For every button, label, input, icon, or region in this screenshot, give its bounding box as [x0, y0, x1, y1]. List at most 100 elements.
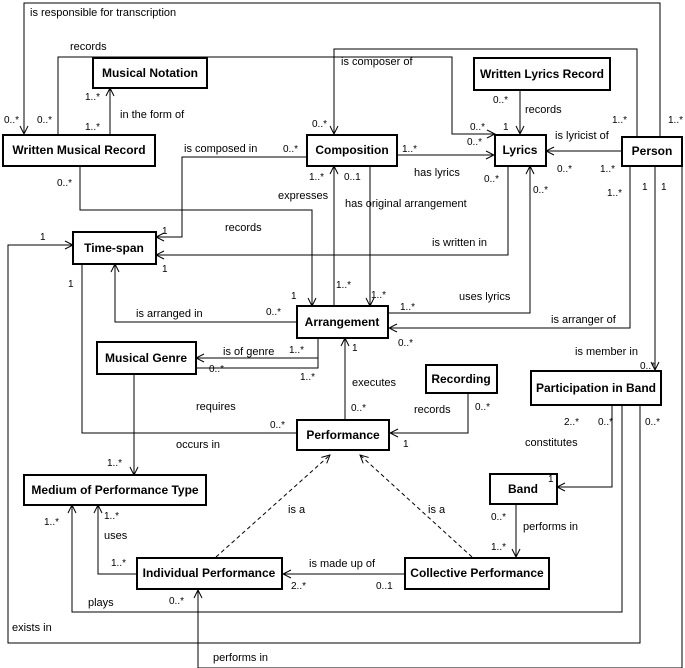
multiplicity: 1 — [503, 122, 509, 133]
class-lyrics: Lyrics — [494, 134, 547, 167]
svg-text:Participation in Band: Participation in Band — [536, 381, 656, 395]
label-records-wmr: records — [70, 41, 107, 53]
svg-text:Written Musical Record: Written Musical Record — [12, 143, 145, 157]
label-records-rec: records — [414, 404, 451, 416]
multiplicity: 0..* — [312, 119, 327, 130]
edge-is-arranged-in — [115, 264, 297, 323]
edge-requires — [134, 338, 319, 475]
svg-text:Lyrics: Lyrics — [503, 143, 538, 157]
multiplicity: 0..* — [491, 512, 506, 523]
multiplicity: 0..* — [398, 338, 413, 349]
label-is-a-1: is a — [288, 504, 306, 516]
multiplicity: 0..* — [493, 95, 508, 106]
label-in-the-form-of: in the form of — [120, 109, 185, 121]
multiplicity: 1..* — [107, 458, 122, 469]
multiplicity: 1..* — [400, 302, 415, 313]
multiplicity-labels: 0..* 0..* 1..* 1..* 0..* 0..* 1 0..* 0..… — [4, 92, 683, 607]
class-time-span: Time-span — [72, 231, 157, 265]
class-arrangement: Arrangement — [296, 305, 389, 339]
multiplicity: 1 — [40, 232, 46, 243]
label-has-lyrics: has lyrics — [414, 167, 460, 179]
multiplicity: 1..* — [336, 280, 351, 291]
multiplicity: 1 — [162, 226, 168, 237]
edges — [7, 2, 683, 668]
svg-text:Person: Person — [632, 144, 673, 158]
multiplicity: 0..* — [266, 307, 281, 318]
label-is-arranged-in: is arranged in — [136, 308, 203, 320]
multiplicity: 0..* — [645, 417, 660, 428]
multiplicity: 0..* — [37, 115, 52, 126]
multiplicity: 1..* — [668, 115, 683, 126]
edge-is-a-collective — [360, 455, 473, 558]
edge-is-composed-in — [156, 156, 307, 237]
label-has-original-arrangement: has original arrangement — [345, 198, 467, 210]
multiplicity: 1..* — [371, 290, 386, 301]
class-band: Band — [489, 473, 558, 505]
label-is-member-in: is member in — [575, 346, 638, 358]
class-musical-notation: Musical Notation — [92, 57, 208, 89]
svg-text:Recording: Recording — [431, 372, 490, 386]
edge-is-responsible-for-transcription — [24, 2, 661, 137]
edge-uses — [98, 505, 137, 575]
label-is-written-in: is written in — [432, 237, 487, 249]
multiplicity: 0..* — [533, 185, 548, 196]
multiplicity: 1..* — [289, 345, 304, 356]
multiplicity: 0..1 — [376, 581, 393, 592]
svg-text:Time-span: Time-span — [84, 241, 144, 255]
multiplicity: 1..* — [402, 144, 417, 155]
class-written-lyrics-record: Written Lyrics Record — [473, 57, 611, 91]
svg-text:Musical Notation: Musical Notation — [102, 66, 198, 80]
multiplicity: 1..* — [300, 372, 315, 383]
label-records-arr: records — [225, 222, 262, 234]
label-constitutes: constitutes — [525, 437, 578, 449]
edge-is-a-individual — [215, 455, 330, 558]
label-is-a-2: is a — [428, 504, 446, 516]
multiplicity: 1..* — [104, 511, 119, 522]
multiplicity: 0..* — [57, 178, 72, 189]
label-is-lyricist-of: is lyricist of — [555, 130, 610, 142]
multiplicity: 0..* — [351, 403, 366, 414]
edge-performs-in — [198, 166, 683, 668]
multiplicity: 1..* — [309, 172, 324, 183]
multiplicity: 1 — [661, 182, 667, 193]
multiplicity: 1 — [642, 182, 648, 193]
multiplicity: 0..* — [283, 144, 298, 155]
multiplicity: 0..* — [598, 417, 613, 428]
class-person: Person — [621, 136, 683, 167]
multiplicity: 0..* — [470, 122, 485, 133]
label-uses-lyrics: uses lyrics — [459, 291, 511, 303]
multiplicity: 0..* — [640, 361, 655, 372]
edge-uses-lyrics — [388, 166, 530, 314]
class-written-musical-record: Written Musical Record — [2, 134, 156, 167]
multiplicity: 1 — [352, 343, 358, 354]
svg-text:Medium of Performance Type: Medium of Performance Type — [31, 483, 198, 497]
multiplicity: 1..* — [111, 558, 126, 569]
multiplicity: 1..* — [44, 517, 59, 528]
label-is-composed-in: is composed in — [184, 143, 257, 155]
label-expresses: expresses — [278, 190, 329, 202]
label-is-of-genre: is of genre — [223, 346, 274, 358]
svg-text:Composition: Composition — [315, 143, 388, 157]
multiplicity: 1 — [291, 291, 297, 302]
multiplicity: 1 — [403, 439, 409, 450]
label-exists-in: exists in — [12, 622, 52, 634]
class-musical-genre: Musical Genre — [96, 341, 197, 375]
multiplicity: 2..* — [564, 417, 579, 428]
multiplicity: 1..* — [607, 188, 622, 199]
edge-is-arranger-of — [389, 166, 631, 328]
label-executes: executes — [352, 377, 397, 389]
edge-recording-records — [390, 393, 469, 433]
label-performs-in: performs in — [213, 652, 268, 664]
class-performance: Performance — [296, 419, 390, 451]
edge-constitutes — [557, 405, 613, 487]
label-occurs-in: occurs in — [176, 439, 220, 451]
label-is-composer-of: is composer of — [341, 56, 413, 68]
label-requires: requires — [196, 401, 236, 413]
label-performs-in-band: performs in — [523, 521, 578, 533]
multiplicity: 0..1 — [344, 172, 361, 183]
class-participation-in-band: Participation in Band — [530, 370, 662, 406]
relation-labels: is responsible for transcription records… — [12, 7, 638, 664]
multiplicity: 0..* — [475, 402, 490, 413]
label-is-made-up-of: is made up of — [309, 558, 376, 570]
